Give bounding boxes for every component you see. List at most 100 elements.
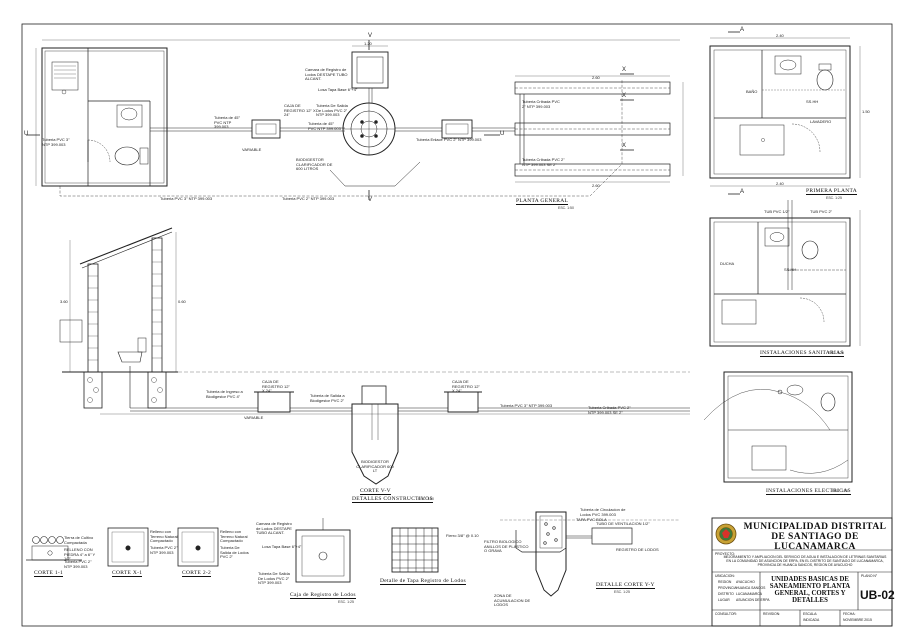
label-caja-registro-12: CAJA DE REGISTRO 12" X 24" [262, 379, 290, 394]
label-registro-lodos: REGISTRO DE LODOS [616, 547, 659, 552]
label-tuberia-enlace: Tuberia Enlace PVC 2" NTP 399.003 [416, 137, 482, 142]
label-tubo-ventilacion: TUBO DE VENTILACION 1/2" [596, 521, 650, 526]
label-camara-lodos-b: Camara de Registro de Lodos DESTAPE TUBO… [256, 521, 292, 536]
caja-registro-lodos-drawing [295, 518, 351, 583]
label-biodigestor-600: BIODIGESTOR CLARIFICADOR 600 LT [356, 459, 394, 474]
dim-3: 1.20 [364, 41, 372, 46]
loc-val-distrito: LUCANAMARCA [736, 592, 762, 596]
label-biodigestor: BIODIGESTOR CLARIFICADOR DE 600 LITROS [296, 157, 333, 172]
marker-a-bottom: A [740, 189, 745, 195]
label-tapa-bola: TAPA PVC BOLA [576, 517, 607, 522]
loc-key-region: REGION [718, 580, 732, 584]
label-tub-pvc-1-2: TUB PVC 1/2" [764, 209, 790, 214]
label-variable: VARIABLE [242, 147, 262, 152]
label-tuberia-pvc-3: Tuberia PVC 3" NTP 399.003 [42, 137, 70, 147]
label-ducha: DUCHA [720, 261, 735, 266]
footer-revision: REVISION: [763, 612, 781, 616]
marker-x-3: X [622, 143, 627, 149]
label-tierra-compactada: Tierra de Cultivo Compactada [64, 535, 94, 545]
primera-planta-scale: ESC. 1:25 [826, 196, 842, 200]
loc-val-provincia: HUANCA SANCOS [736, 586, 766, 590]
municipality-emblem [715, 523, 737, 545]
label-relleno-terreno: Relleno con Terreno Natural Compactado [150, 529, 178, 544]
project-label: PROYECTO: [715, 552, 735, 556]
instalaciones-electricas-title: INSTALACIONES ELECTRICAS [766, 488, 851, 495]
corte-22-title: CORTE 2-2 [182, 570, 212, 577]
planta-general-drawing [26, 39, 684, 200]
loc-val-region: AYACUCHO [736, 580, 755, 584]
label-zanja-infiltracion: Tuberia Cribada PVC 2" NTP 399.003 [522, 99, 560, 109]
detalle-corte-11-drawing [26, 536, 82, 561]
marker-x-2: X [622, 93, 627, 99]
corte-x1-title: CORTE X-1 [112, 570, 143, 577]
footer-consultor: CONSULTOR: [715, 612, 737, 616]
marker-v-bottom: V [368, 197, 373, 203]
label-sshh-2: SS.HH [784, 267, 797, 272]
marker-u-right: U [500, 131, 505, 137]
label-zona-acumulacion: ZONA DE ACUMULACION DE LODOS [494, 593, 531, 608]
footer-escala: ESCALA: [803, 612, 818, 616]
corte-vv-drawing [59, 227, 690, 485]
label-variable-corte: VARIABLE [244, 415, 264, 420]
primera-planta-drawing [709, 31, 861, 195]
detalles-scale: ESC. 1:50 [418, 497, 434, 501]
detalle-tapa-drawing [391, 527, 439, 573]
sheet-border [21, 23, 893, 627]
marker-u-left: U [24, 131, 29, 137]
label-tuberia-pvc-2: Tuberia PVC 2" NTP 399.003 [282, 196, 335, 201]
loc-val-lugar: ASUNCION DE ERPA [736, 598, 770, 602]
primera-planta-title: PRIMERA PLANTA [806, 188, 857, 195]
detalle-corte-x1-drawing [107, 527, 149, 567]
label-tub-pvc-2: TUB PVC 2" [810, 209, 833, 214]
dim-2: 2.60 [592, 183, 600, 188]
planta-general-scale: ESC. 1:50 [558, 206, 574, 210]
label-tuberia-45: Tuberia de 45° PVC NTP 399.003 [214, 115, 241, 130]
footer-fecha: FECHA: [843, 612, 856, 616]
instalaciones-electricas-drawing [703, 371, 853, 483]
label-lavadero: LAVADERO [810, 119, 832, 124]
marker-a-top: A [740, 27, 745, 33]
sheet-code: UB-02 [860, 588, 895, 602]
label-caja-registro-12b: CAJA DE REGISTRO 12" X 24" [452, 379, 480, 394]
label-tuberia-salida-lodos: Tuberia De Salida de Lodos PVC 2" [220, 545, 249, 560]
instalaciones-sanitarias-drawing [709, 200, 861, 347]
detalle-tapa-title: Detalle de Tapa Registro de Lodos [380, 578, 466, 585]
label-tuberia-lodos: Tuberia De Salida De Lodos PVC 2" NTP 39… [316, 103, 348, 118]
municipality-name: MUNICIPALIDAD DISTRITAL DE SANTIAGO DE L… [743, 522, 887, 552]
marker-v-top: V [368, 33, 373, 39]
sheet-label: PLANO N° [861, 574, 878, 578]
label-tuberia-ciega: Tuberia Cribada PVC 2" NTP 399.003 SE 2" [522, 157, 565, 167]
loc-key-provincia: PROVINCIA [718, 586, 737, 590]
marker-x-1: X [622, 67, 627, 73]
title-block-frame [711, 517, 893, 627]
label-relleno-piedra: RELLENO CON PIEDRA 4" a 6" Y 1/2" [64, 547, 96, 562]
label-tuberia-pvc-3-b: Tuberia PVC 3" NTP 399.003 [160, 196, 213, 201]
corte-vv-title: CORTE V-V [360, 488, 391, 495]
label-tuberia-ingreso: Tuberia de Ingreso a Biodigestor PVC 4" [206, 389, 243, 399]
planta-general-title: PLANTA GENERAL [516, 198, 569, 205]
label-camara-lodos: Camara de Registro de Lodos DESTAPE TUBO… [305, 67, 348, 82]
caja-registro-scale: ESC. 1:25 [338, 600, 354, 604]
label-fierro: Fierro 3/8" @ 0.10 [446, 533, 479, 538]
label-relleno-terreno-b: Relleno con Terreno Natural Compactado [220, 529, 248, 544]
label-sshh: SS.HH [806, 99, 819, 104]
detalles-constructivos-title: DETALLES CONSTRUCTIVOS [352, 496, 433, 503]
dim-7: 3.60 [60, 299, 68, 304]
label-losa-tapa-b: Losa Tapa Base 6"+4" [262, 544, 302, 549]
label-tuberia-enlace-corte: Tuberia PVC 3" NTP 399.003 [500, 403, 553, 408]
label-tuberia-salida: Tuberia de Salida a Biodigestor PVC 2" [310, 393, 345, 403]
loc-key-distrito: DISTRITO [718, 592, 734, 596]
caja-registro-title: Caja de Registro de Lodos [290, 592, 356, 599]
label-tuberia-45-b: Tuberia de 45° PVC NTP 399.003 [308, 121, 341, 131]
label-banyo: BAÑO [746, 89, 758, 94]
label-tuberia-circulacion: Tuberia de Circulacion de Lodos PVC 399.… [580, 507, 626, 517]
loc-key-lugar: LUGAR [718, 598, 730, 602]
label-tuberia-pvc-2-ntp: Tuberia PVC 2" NTP 399.003 [150, 545, 178, 555]
footer-escala-value: INDICADA [803, 618, 820, 622]
dim-8: 0.60 [178, 299, 186, 304]
detalle-corte-22-drawing [177, 527, 219, 567]
instalaciones-sanitarias-title: INSTALACIONES SANITARIAS [760, 350, 844, 357]
dim-4: 2.40 [776, 33, 784, 38]
project-description: MEJORAMIENTO Y AMPLIACION DEL SERVICIO D… [723, 555, 887, 568]
